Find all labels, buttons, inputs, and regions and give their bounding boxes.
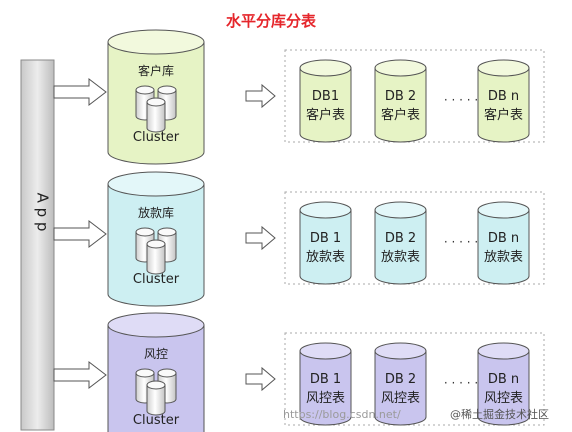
cluster-label: Cluster — [133, 272, 180, 287]
ellipsis-dots: · · · · · — [444, 93, 478, 107]
shard-table-name: 客户表 — [381, 107, 420, 123]
cluster-icon — [135, 368, 177, 416]
shard-db-name: DB n — [488, 89, 519, 104]
shard-group-box — [284, 191, 545, 285]
shard-db-name: DB n — [488, 231, 519, 246]
watermark-url: https://blog.csdn.net/ — [283, 408, 401, 421]
cluster-label: Cluster — [133, 130, 180, 145]
database-name: 客户库 — [138, 63, 174, 78]
shard-row-3: 风控 Cluster DB 1 风控表 DB 2 风控表 DB n 风控表 · · · · · — [53, 312, 545, 432]
diagram-title: 水平分库分表 — [226, 12, 317, 30]
shard-table-name: 放款表 — [306, 250, 345, 265]
shard-table-name: 客户表 — [306, 107, 345, 123]
shard-db-name: DB n — [488, 372, 519, 387]
shard-db-cylinder: DB 2 放款表 — [374, 201, 427, 285]
shard-db-name: DB 2 — [385, 231, 416, 246]
shard-db-cylinder: DB1 客户表 — [299, 59, 352, 143]
db-to-shards-arrow — [245, 225, 276, 251]
shard-row-1: 客户库 Cluster DB1 客户表 DB 2 客户表 DB n 客户表 · · · · · — [53, 29, 545, 165]
shard-table-name: 放款表 — [484, 250, 523, 265]
ellipsis-dots: · · · · · — [444, 376, 478, 390]
shard-db-cylinder: DB 1 放款表 — [299, 201, 352, 285]
cluster-icon — [135, 85, 177, 133]
shard-db-name: DB 2 — [385, 372, 416, 387]
shard-row-2: 放款库 Cluster DB 1 放款表 DB 2 放款表 DB n 放款表 · · · · · — [53, 171, 545, 307]
shard-db-cylinder: DB 2 客户表 — [374, 59, 427, 143]
app-box: A p p — [20, 59, 55, 431]
shard-db-cylinder: DB 1 风控表 — [299, 342, 352, 426]
app-to-db-arrow — [53, 77, 107, 107]
cluster-label: Cluster — [133, 413, 180, 428]
database-cylinder — [107, 312, 205, 432]
shard-group-box — [284, 332, 545, 426]
database-name: 风控 — [144, 347, 168, 361]
shard-group-box — [284, 49, 545, 143]
shard-db-cylinder: DB n 风控表 — [477, 342, 530, 426]
cluster-icon — [135, 227, 177, 275]
ellipsis-dots: · · · · · — [444, 235, 478, 249]
shard-db-name: DB 2 — [385, 89, 416, 104]
watermark-brand: @稀土掘金技术社区 — [450, 407, 549, 421]
db-to-shards-arrow — [245, 83, 276, 109]
shard-db-cylinder: DB n 客户表 — [477, 59, 530, 143]
app-to-db-arrow — [53, 219, 107, 249]
shard-table-name: 客户表 — [484, 107, 523, 123]
shard-db-name: DB 1 — [310, 372, 341, 387]
shard-table-name: 风控表 — [306, 391, 345, 406]
shard-db-cylinder: DB 2 风控表 — [374, 342, 427, 426]
shard-table-name: 风控表 — [381, 391, 420, 406]
db-to-shards-arrow — [245, 366, 276, 392]
shard-table-name: 放款表 — [381, 250, 420, 265]
shard-db-name: DB1 — [312, 89, 339, 104]
database-name: 放款库 — [138, 205, 174, 220]
shard-table-name: 风控表 — [484, 391, 523, 406]
app-label: A p p — [34, 193, 52, 232]
shard-db-cylinder: DB n 放款表 — [477, 201, 530, 285]
shard-db-name: DB 1 — [310, 231, 341, 246]
app-to-db-arrow — [53, 360, 107, 390]
